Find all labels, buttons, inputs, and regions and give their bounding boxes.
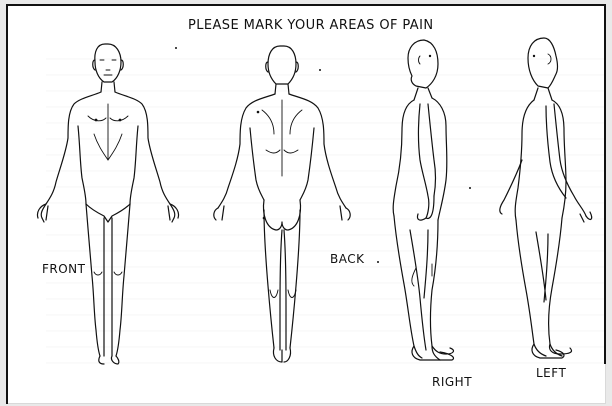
back-body-figure[interactable] <box>214 46 350 362</box>
left-side-body-figure[interactable] <box>500 38 592 358</box>
left-label: LEFT <box>536 366 566 380</box>
front-body-figure[interactable] <box>37 44 178 364</box>
front-label: FRONT <box>42 262 86 276</box>
back-label: BACK <box>330 252 364 266</box>
right-label: RIGHT <box>432 375 472 389</box>
right-side-body-figure[interactable] <box>393 40 453 360</box>
